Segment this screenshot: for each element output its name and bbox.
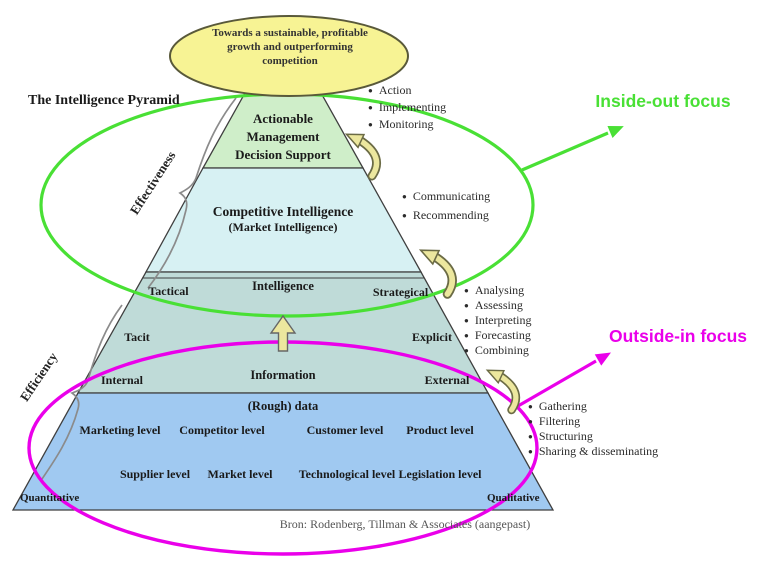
- label-internal: Internal: [101, 373, 143, 387]
- level-technological: Technological level: [298, 467, 396, 481]
- list-item: Structuring: [528, 429, 658, 444]
- label-intelligence: Intelligence: [252, 279, 314, 293]
- list-item: Gathering: [528, 399, 658, 414]
- label-quantitative: Quantitative: [20, 492, 80, 504]
- inside-out-arrow: [521, 126, 624, 172]
- bullet-list-gather: Gathering Filtering Structuring Sharing …: [528, 399, 658, 459]
- source-credit: Bron: Rodenberg, Tillman & Associates (a…: [279, 517, 531, 531]
- list-item: Sharing & disseminating: [528, 444, 658, 459]
- curved-arrow-middle: [418, 249, 457, 299]
- layer-actionable-label: Actionable Management Decision Support: [235, 111, 331, 163]
- outside-in-arrow: [517, 352, 611, 408]
- list-item: Implementing: [368, 99, 446, 116]
- list-item: Action: [368, 82, 446, 99]
- bullet-list-action: Action Implementing Monitoring: [368, 82, 446, 133]
- curved-arrow-top: [344, 133, 382, 181]
- level-supplier: Supplier level: [119, 467, 191, 481]
- page-title: The Intelligence Pyramid: [28, 93, 180, 108]
- goal-ellipse: [169, 15, 409, 97]
- level-legislation: Legislation level: [398, 467, 482, 481]
- level-product: Product level: [406, 423, 474, 437]
- up-arrow: [269, 314, 297, 352]
- list-item: Filtering: [528, 414, 658, 429]
- label-tacit: Tacit: [124, 330, 150, 344]
- goal-text: Towards a sustainable, profitable growth…: [212, 27, 368, 67]
- label-qualitative: Qualitative: [487, 492, 540, 504]
- level-customer: Customer level: [306, 423, 384, 437]
- level-market: Market level: [207, 467, 273, 481]
- list-item: Forecasting: [464, 328, 532, 343]
- level-marketing: Marketing level: [79, 423, 161, 437]
- list-item: Assessing: [464, 298, 532, 313]
- bullet-list-analyse: Analysing Assessing Interpreting Forecas…: [464, 283, 532, 358]
- list-item: Monitoring: [368, 116, 446, 133]
- outside-in-focus-label: Outside-in focus: [608, 326, 748, 346]
- label-information: Information: [250, 368, 316, 382]
- label-strategical: Strategical: [372, 285, 429, 299]
- list-item: Recommending: [402, 206, 490, 225]
- label-explicit: Explicit: [411, 330, 452, 344]
- ci-title: Competitive Intelligence: [212, 204, 354, 219]
- list-item: Combining: [464, 343, 532, 358]
- effectiveness-brace: [147, 97, 237, 289]
- list-item: Interpreting: [464, 313, 532, 328]
- efficiency-brace: [41, 304, 123, 480]
- level-competitor: Competitor level: [179, 423, 265, 437]
- layer-ci-label: Competitive Intelligence (Market Intelli…: [163, 204, 403, 235]
- ci-subtitle: (Market Intelligence): [228, 220, 338, 234]
- inside-out-focus-label: Inside-out focus: [595, 91, 731, 111]
- label-rough-data: (Rough) data: [247, 399, 319, 413]
- bullet-list-communicate: Communicating Recommending: [402, 187, 490, 225]
- label-tactical: Tactical: [148, 284, 189, 298]
- curved-arrow-bottom: [485, 369, 521, 415]
- list-item: Communicating: [402, 187, 490, 206]
- label-external: External: [424, 373, 470, 387]
- list-item: Analysing: [464, 283, 532, 298]
